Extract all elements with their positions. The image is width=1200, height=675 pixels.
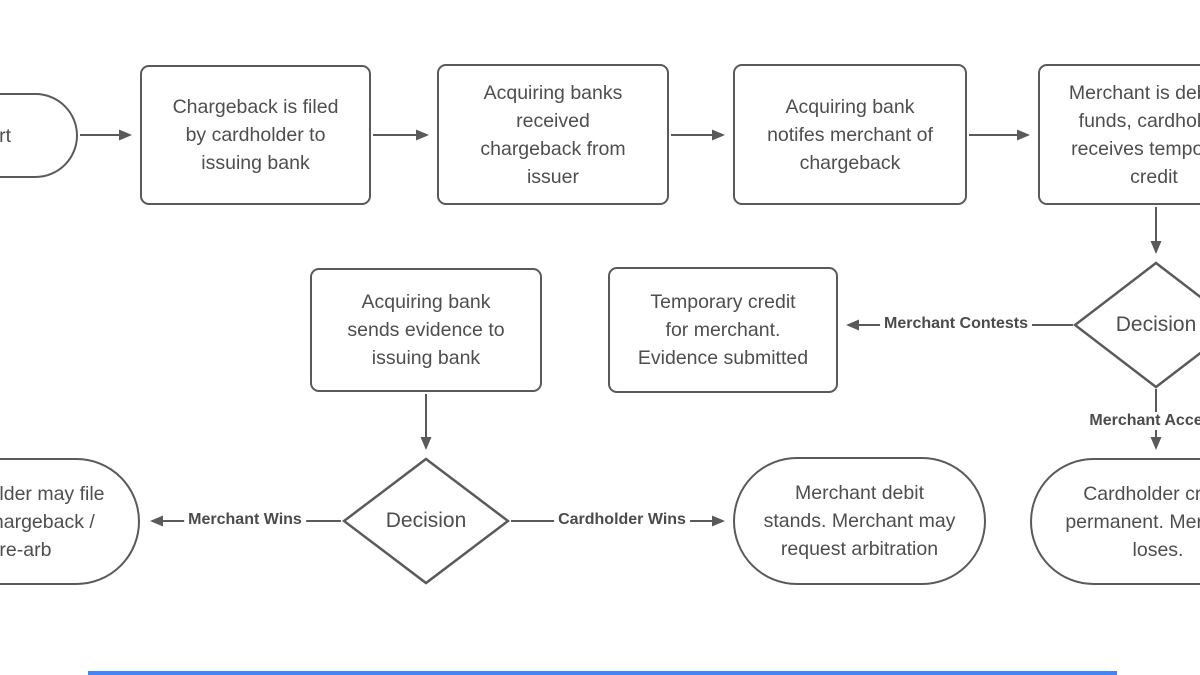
node-start: Start: [0, 93, 78, 178]
node-merchant-debited: Merchant is debited funds, cardholder re…: [1038, 64, 1200, 205]
node-acquiring-notifies: Acquiring bank notifes merchant of charg…: [733, 64, 967, 205]
diamond-shape-lower: [342, 457, 510, 585]
node-cardholder-credit-permanent: Cardholder credit permanent. Merchant lo…: [1030, 458, 1200, 585]
node-cardholder-refile: Cardholder may file 2nd chargeback / pre…: [0, 458, 140, 585]
node-decision-lower: Decision: [342, 457, 510, 585]
node-temporary-credit: Temporary credit for merchant. Evidence …: [608, 267, 838, 393]
decision-upper-label: Decision: [1115, 313, 1197, 336]
decision-lower-label: Decision: [385, 509, 467, 532]
node-decision-upper: Decision: [1073, 261, 1200, 389]
edge-label-cardholder-wins: Cardholder Wins: [554, 511, 690, 529]
node-merchant-debit-stands: Merchant debit stands. Merchant may requ…: [733, 457, 986, 585]
edge-label-merchant-contests: Merchant Contests: [879, 315, 1033, 333]
node-chargeback-filed: Chargeback is filed by cardholder to iss…: [140, 65, 371, 205]
diamond-shape-upper: [1073, 261, 1200, 389]
edge-label-merchant-wins: Merchant Wins: [184, 511, 306, 529]
footer-progress-bar: [88, 671, 1117, 675]
edge-label-merchant-accepts: Merchant Accepts: [1085, 412, 1200, 430]
node-acquiring-received: Acquiring banks received chargeback from…: [437, 64, 669, 205]
node-sends-evidence: Acquiring bank sends evidence to issuing…: [310, 268, 542, 392]
